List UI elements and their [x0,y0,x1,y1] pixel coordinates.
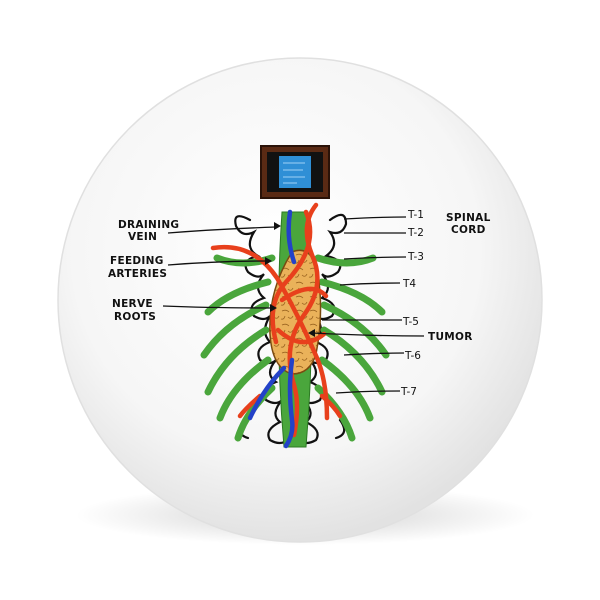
vertebra-label-t2: T-2 [407,227,424,239]
feeding-arteries [210,202,343,438]
vertebra-label-t5: T-5 [402,316,419,328]
label-draining-vein-line2: VEIN [128,231,157,243]
right-labels: SPINAL CORD TUMOR [428,212,491,343]
label-draining-vein-line1: DRAINING [118,219,179,231]
vertebra-label-t1: T-1 [407,209,424,221]
label-spinal-cord-line2: CORD [451,224,486,236]
label-tumor: TUMOR [428,331,473,343]
leader-arrowheads [265,222,315,337]
label-feeding-arteries-line1: FEEDING [110,255,164,267]
vertebra-label-t6: T-6 [404,350,421,362]
vertebra-label-t4: T4 [402,278,416,290]
framed-picture-icon [260,145,330,199]
draining-vein [247,209,297,449]
label-spinal-cord-line1: SPINAL [446,212,491,224]
vertebra-label-t7: T-7 [400,386,417,398]
label-nerve-roots-line1: NERVE [112,298,153,310]
label-feeding-arteries-line2: ARTERIES [108,268,167,280]
leader-lines [162,216,425,394]
vertebra-label-t3: T-3 [407,251,424,263]
left-labels: DRAINING VEIN FEEDING ARTERIES NERVE ROO… [108,219,179,323]
label-nerve-roots-line2: ROOTS [114,311,156,323]
vertebra-labels: T-1 T-2 T-3 T4 T-5 T-6 T-7 [400,209,424,398]
